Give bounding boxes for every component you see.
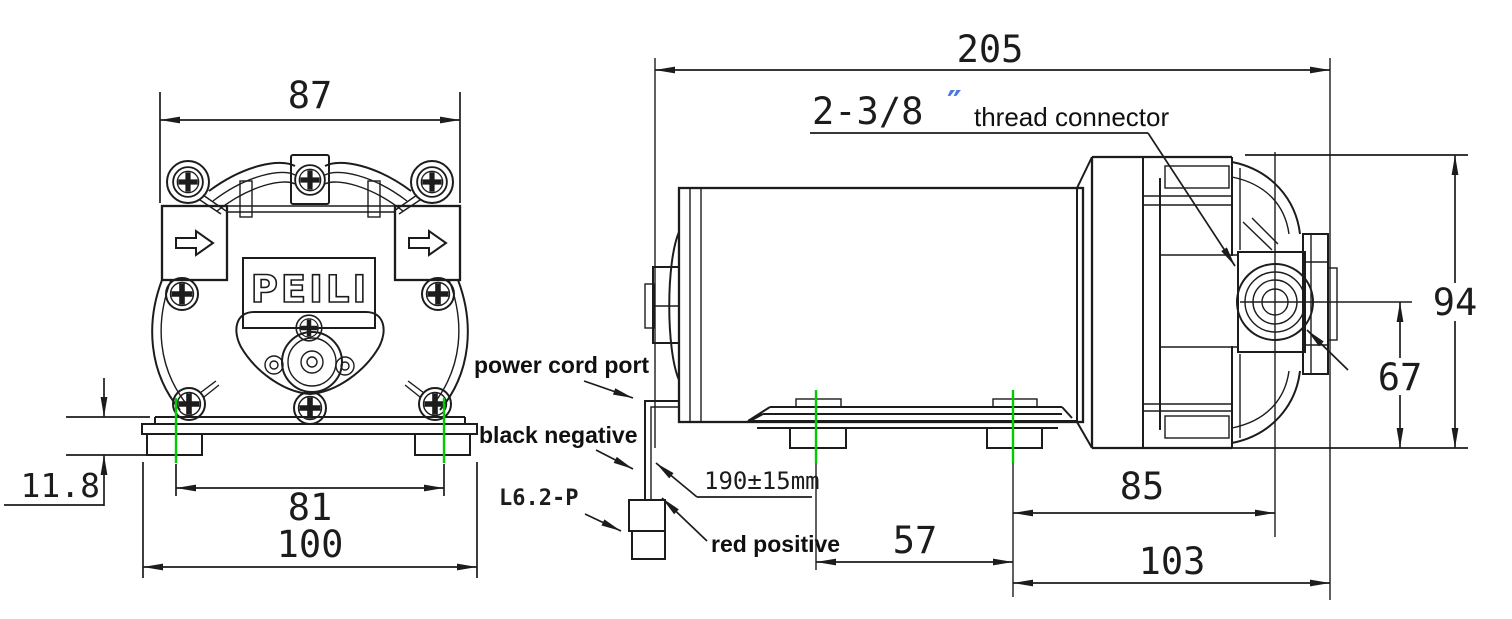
pump-body-front: PEILI — [151, 204, 469, 425]
motor-body — [644, 186, 1085, 424]
dim-205: 205 — [654, 28, 1331, 600]
power-connector-symbol — [628, 499, 666, 532]
thread-connector-callout: 2-3/8 ″ thread connector — [810, 83, 1349, 371]
foot — [146, 433, 203, 456]
foot — [986, 427, 1043, 449]
dim-103: 103 — [1013, 540, 1330, 587]
foot — [789, 427, 847, 449]
dim-foot-to-end: 103 — [1139, 540, 1206, 583]
front-view: PEILI — [4, 74, 478, 578]
dim-overall-height: 94 — [1433, 281, 1478, 324]
thread-connector-label: thread connector — [974, 102, 1169, 132]
dim-bolt-span: 81 — [288, 486, 333, 529]
foot — [414, 433, 471, 456]
screw-icon — [295, 314, 323, 342]
dim-foot-spacing: 57 — [893, 519, 938, 562]
brand-label: PEILI — [251, 268, 370, 311]
top-bracket — [166, 154, 454, 218]
dim-overall-length: 205 — [957, 28, 1024, 71]
flow-arrow-icon — [408, 229, 448, 257]
power-connector-symbol — [631, 530, 666, 560]
power-cord — [628, 400, 679, 560]
wiring-callouts: power cord port black negative L6.2-P re… — [474, 352, 840, 557]
connector-model-label: L6.2-P — [499, 486, 578, 511]
black-negative-label: black negative — [479, 422, 638, 448]
dim-11-8: 11.8 — [4, 378, 150, 506]
dim-85: 85 — [815, 463, 1275, 597]
dim-port-center-height: 67 — [1378, 356, 1423, 399]
dim-foot-height: 11.8 — [21, 466, 100, 505]
dim-81: 81 — [175, 464, 445, 529]
dim-100: 100 — [142, 462, 478, 578]
inlet-port — [160, 204, 229, 282]
inch-prime-mark: ″ — [947, 83, 962, 122]
dim-94: 94 — [1092, 154, 1481, 449]
power-cord-port-label: power cord port — [474, 352, 649, 378]
hole-icon — [335, 356, 355, 376]
side-view: 2-3/8 ″ thread connector power cord port… — [474, 28, 1481, 600]
red-positive-label: red positive — [711, 531, 840, 557]
screw-icon — [172, 164, 448, 198]
dim-57: 57 — [816, 519, 1013, 566]
thread-size-label: 2-3/8 — [812, 90, 923, 133]
dim-port-to-foot: 85 — [1120, 465, 1165, 508]
mounting-base-side — [747, 390, 1077, 463]
dim-67: 67 — [1375, 302, 1425, 448]
port-centerline — [1240, 152, 1412, 537]
cord-length-label: 190±15mm — [704, 467, 820, 495]
hole-icon — [264, 355, 284, 375]
flow-arrow-icon — [175, 229, 215, 257]
dim-top-width: 87 — [288, 74, 333, 117]
pump-head-face — [235, 311, 385, 396]
mounting-base-front — [141, 398, 478, 463]
dim-87: 87 — [159, 74, 461, 203]
dim-base-width: 100 — [277, 523, 344, 566]
outlet-port — [393, 204, 462, 282]
